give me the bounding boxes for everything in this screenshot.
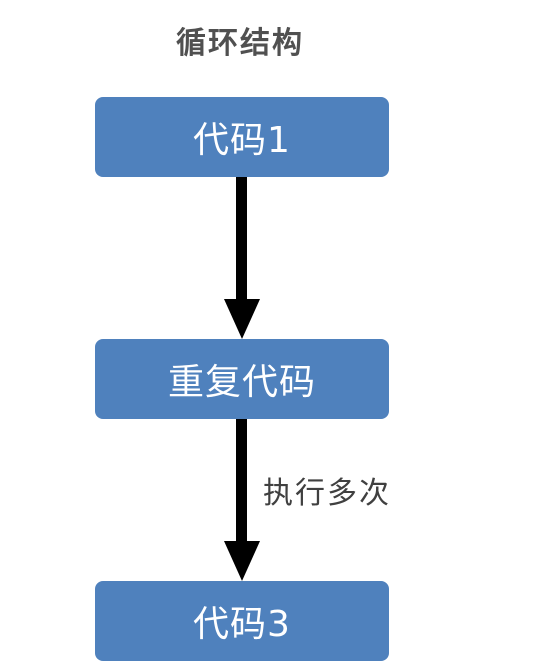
edge-label-repeat: 执行多次 [263, 476, 391, 511]
flow-node-code1: 代码1 [95, 97, 389, 177]
flow-node-repeat-code: 重复代码 [95, 339, 389, 419]
arrow-shaft-1 [236, 177, 247, 299]
flow-node-code3: 代码3 [95, 581, 389, 661]
arrow-shaft-2 [236, 419, 247, 541]
arrow-head-1 [224, 299, 260, 339]
diagram-title: 循环结构 [176, 26, 304, 61]
arrow-head-2 [224, 541, 260, 581]
